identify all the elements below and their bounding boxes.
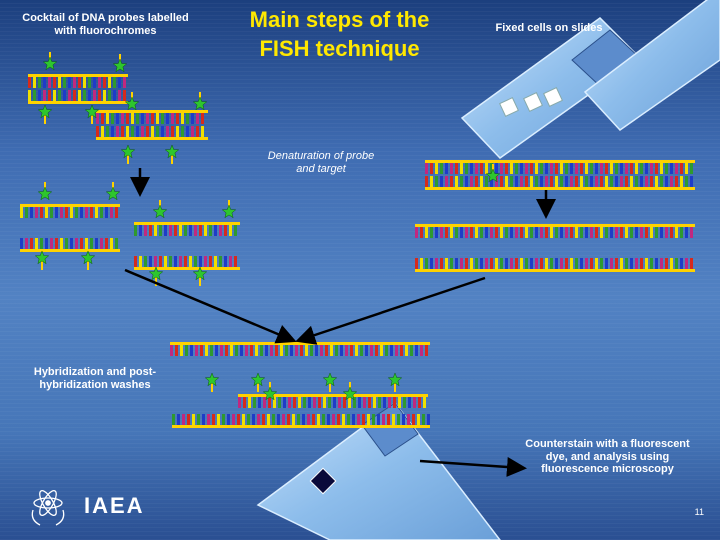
fluorochrome-star-icon	[164, 144, 180, 164]
dna-helix-icon	[96, 110, 208, 124]
dna-helix-icon	[134, 222, 240, 236]
dna-helix-icon	[425, 160, 695, 174]
fluorochrome-star-icon	[322, 372, 338, 392]
iaea-logo: IAEA	[31, 489, 145, 526]
dna-helix-icon	[172, 414, 430, 428]
dna-helix-icon	[28, 90, 128, 104]
cocktail-label: Cocktail of DNA probes labelled with flu…	[22, 12, 189, 37]
dna-helix-icon	[415, 224, 695, 238]
top-slide	[460, 0, 720, 159]
fluorochrome-star-icon	[37, 182, 53, 201]
dna-helix-icon	[170, 342, 430, 356]
cell-nucleus-icon	[523, 92, 543, 112]
fluorochrome-star-icon	[485, 164, 501, 183]
fluorochrome-star-icon	[250, 372, 266, 392]
fluorochrome-star-icon	[192, 92, 208, 111]
dna-helix-icon	[134, 256, 240, 270]
fluorochrome-star-icon	[112, 54, 128, 73]
fluorochrome-layer	[34, 52, 501, 401]
fluorochrome-star-icon	[80, 250, 96, 270]
fixed-cells-label: Fixed cells on slides	[495, 22, 603, 34]
hybridization-label: Hybridization and post-hybridization was…	[33, 366, 157, 391]
dna-layer	[20, 74, 695, 428]
counterstain-label: Counterstain with a fluorescent dye, and…	[525, 438, 690, 476]
dna-helix-icon	[415, 258, 695, 272]
cell-nucleus-icon	[543, 87, 563, 107]
flow-arrow-icon	[419, 456, 527, 477]
fluorochrome-star-icon	[262, 382, 278, 401]
fluorochrome-star-icon	[34, 250, 50, 270]
bottom-slide	[256, 401, 501, 540]
slide-glass-extension	[583, 0, 720, 131]
flow-arrow-icon	[295, 276, 486, 345]
dna-helix-icon	[20, 238, 120, 252]
fluorochrome-star-icon	[37, 104, 53, 124]
flow-arrow-icon	[124, 268, 297, 344]
fluorochrome-star-icon	[192, 266, 208, 286]
dna-helix-icon	[425, 176, 695, 190]
fluorochrome-star-icon	[221, 200, 237, 219]
fluorochrome-star-icon	[105, 182, 121, 201]
fluorochrome-star-icon	[124, 92, 140, 111]
fluorochrome-star-icon	[120, 144, 136, 164]
page-number: 11	[694, 507, 704, 517]
fluorochrome-star-icon	[387, 372, 403, 392]
page-title: Main steps of the FISH technique	[249, 7, 430, 61]
denaturation-label: Denaturation of probe and target	[267, 150, 375, 175]
stained-nucleus-icon	[309, 467, 337, 495]
fluorochrome-star-icon	[42, 52, 58, 71]
slide-glass	[256, 401, 501, 540]
dna-helix-icon	[20, 204, 120, 218]
fluorochrome-star-icon	[152, 200, 168, 219]
dna-helix-icon	[28, 74, 128, 88]
dna-helix-icon	[96, 126, 208, 140]
fluorochrome-star-icon	[84, 104, 100, 124]
fluorochrome-star-icon	[204, 372, 220, 392]
logo-text: IAEA	[84, 493, 145, 518]
dna-helix-icon	[238, 394, 428, 408]
cell-nucleus-icon	[499, 97, 519, 117]
iaea-atom-logo	[31, 489, 65, 526]
cell-nuclei-group	[499, 87, 563, 117]
fluorochrome-star-icon	[342, 382, 358, 401]
